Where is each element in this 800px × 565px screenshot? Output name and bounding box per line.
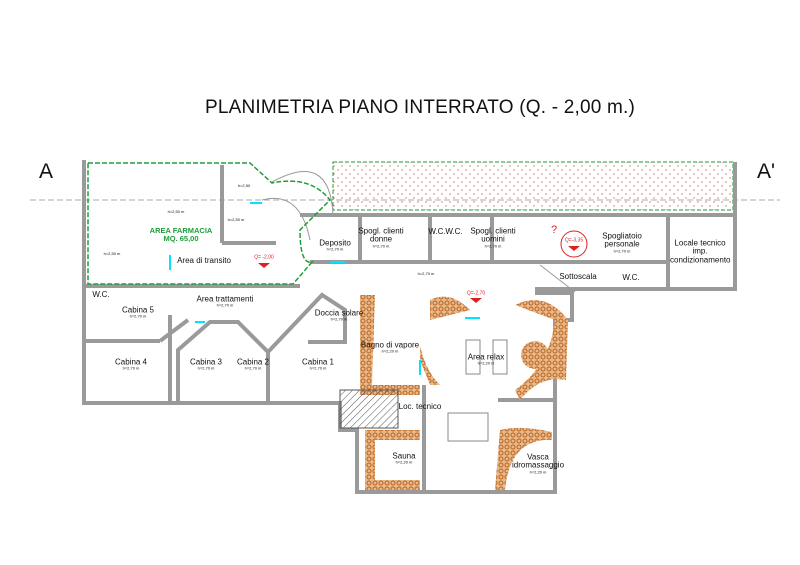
room-label: W.C. [445, 226, 463, 236]
room-label: W.C. [428, 226, 446, 236]
question-mark: ? [550, 224, 558, 237]
room-label: Sottoscala [559, 271, 597, 281]
level-transit: Q= -2,00 [254, 254, 274, 261]
room-label: h=2,50 m [167, 208, 185, 214]
room-label: h=2,50 m [227, 216, 245, 222]
room-name: Area trattamenti [196, 294, 254, 304]
room-name: Sauna [392, 451, 416, 461]
room-name: W.C. [428, 226, 446, 236]
room-name: h=2,50 [237, 182, 251, 188]
room-name: W.C. [92, 289, 110, 299]
room-name: Locale tecnico imp. condizionamento [670, 238, 731, 265]
room-height: h=2,70 m [613, 248, 631, 254]
section-marker-right: A' [756, 159, 776, 183]
room-height: h=2,70 m [330, 317, 348, 323]
door-markers [169, 202, 480, 375]
room-name: Cabina 2 [236, 357, 270, 367]
room-name: Cabina 4 [114, 357, 148, 367]
room-height: h=2,70 m [484, 243, 502, 249]
room-height: h=2,20 m [381, 349, 399, 355]
room-height: h=2,70 m [417, 270, 435, 276]
room-label: W.C. [622, 272, 640, 282]
room-name: Cabina 3 [189, 357, 223, 367]
relax-loungers [447, 339, 508, 442]
room-height: h=2,70 m [372, 243, 390, 249]
room-name: W.C. [445, 226, 463, 236]
room-height: h=2,20 m [477, 361, 495, 367]
room-height: h=2,70 m [197, 366, 215, 372]
room-name: Cabina 1 [301, 357, 335, 367]
room-name: Spogl. clienti uomini [470, 226, 516, 244]
stone-walls [360, 295, 568, 490]
room-name: Area di transito [177, 255, 231, 265]
pharmacy-name: AREA FARMACIA [149, 226, 213, 236]
room-label: Loc. tecnico [398, 401, 442, 411]
room-name: Sottoscala [559, 271, 597, 281]
room-name: Spogl. clienti donne [358, 226, 404, 244]
room-label: Area di transito [177, 255, 231, 265]
room-label: h=2,50 [237, 182, 251, 188]
room-name: W.C. [622, 272, 640, 282]
hatched-block [339, 389, 399, 429]
pharmacy-area: MQ. 65,00 [163, 234, 199, 243]
room-height: h=2,50 m [103, 250, 121, 256]
room-height: h=2,70 m [309, 366, 327, 372]
room-label: W.C. [92, 289, 110, 299]
room-name: Area relax [467, 352, 505, 362]
room-height: h=2,50 m [167, 208, 185, 214]
room-label: h=2,70 m [417, 270, 435, 276]
room-name: Loc. tecnico [398, 401, 442, 411]
room-height: h=2,70 m [129, 314, 147, 320]
room-name: Bagno di vapore [360, 340, 420, 350]
room-height: h=2,50 m [227, 216, 245, 222]
room-name: Vasca idromassaggio [511, 452, 565, 470]
room-height: h=2,70 m [326, 247, 344, 253]
stair [261, 171, 576, 293]
section-marker-left: A [38, 159, 54, 183]
room-name: Deposito [319, 238, 351, 248]
room-height: h=2,20 m [395, 460, 413, 466]
level-staff: Q=-3,35 [564, 237, 584, 244]
room-name: Cabina 5 [121, 305, 155, 315]
room-height: h=2,70 m [216, 303, 234, 309]
room-name: Doccia solare [314, 308, 364, 318]
page-title: PLANIMETRIA PIANO INTERRATO (Q. - 2,00 m… [205, 97, 635, 119]
pharmacy-boundary [87, 162, 332, 285]
room-height: h=2,70 m [122, 366, 140, 372]
level-markers [258, 230, 588, 303]
level-spa: Q=-2,70 [466, 290, 486, 297]
room-height: h=2,70 m [244, 366, 262, 372]
room-label: h=2,50 m [103, 250, 121, 256]
room-height: h=2,20 m [529, 469, 547, 475]
room-label: Locale tecnico imp. condizionamento [670, 239, 730, 264]
external-hatched-area [332, 161, 734, 211]
room-name: Spogliatoio personale [602, 231, 642, 249]
